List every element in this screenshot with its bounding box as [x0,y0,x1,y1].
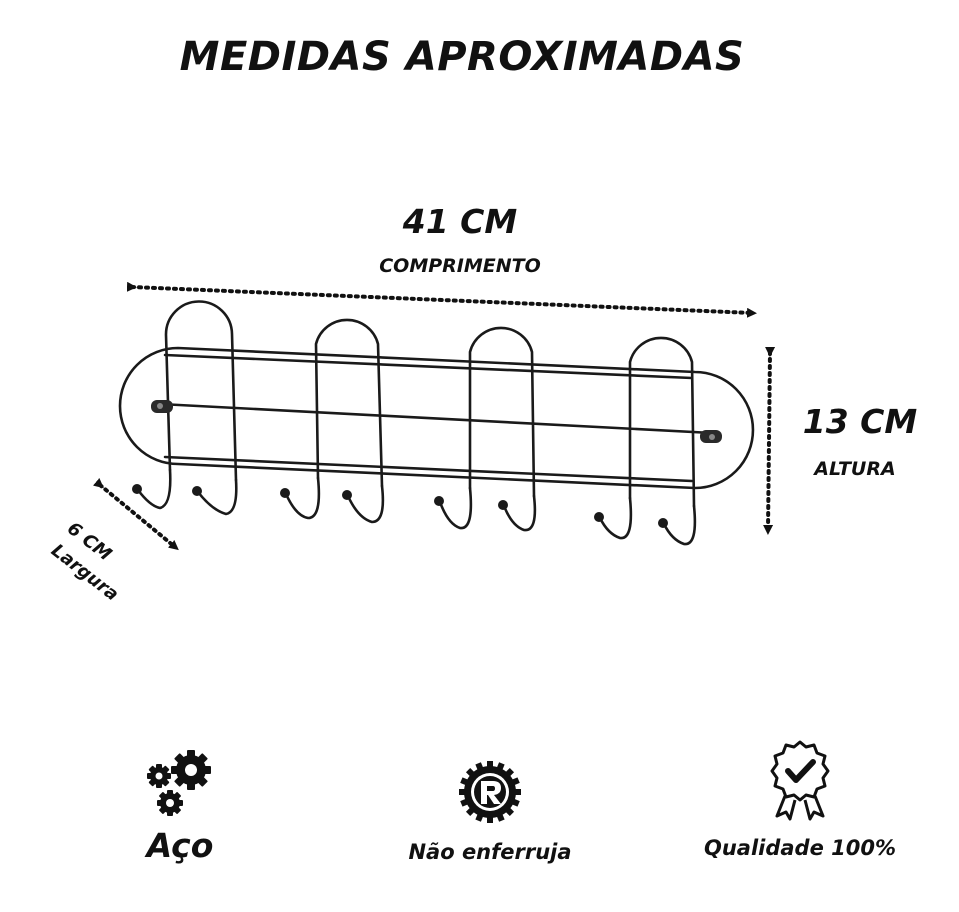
length-label: COMPRIMENTO [379,255,541,277]
page-title: MEDIDAS APROXIMADAS [179,34,745,80]
feature-steel-label: Aço [146,826,214,865]
length-arrow [126,281,757,318]
height-arrow [763,346,776,535]
quality-check-badge-icon [770,740,830,821]
feature-quality-label: Qualidade 100% [703,836,897,860]
feature-steel: Aço [110,748,250,865]
hook-rack [118,300,755,546]
mount-screw [151,400,722,443]
gears-icon [147,750,211,816]
rust-free-badge-icon [459,761,521,823]
width-arrow [92,477,179,551]
feature-rust-free-label: Não enferruja [408,840,572,864]
height-value: 13 CM [802,402,918,441]
feature-rust-free: Não enferruja [380,760,600,864]
length-value: 41 CM [402,202,518,241]
height-label: ALTURA [814,458,896,480]
feature-quality: Qualidade 100% [680,738,920,860]
